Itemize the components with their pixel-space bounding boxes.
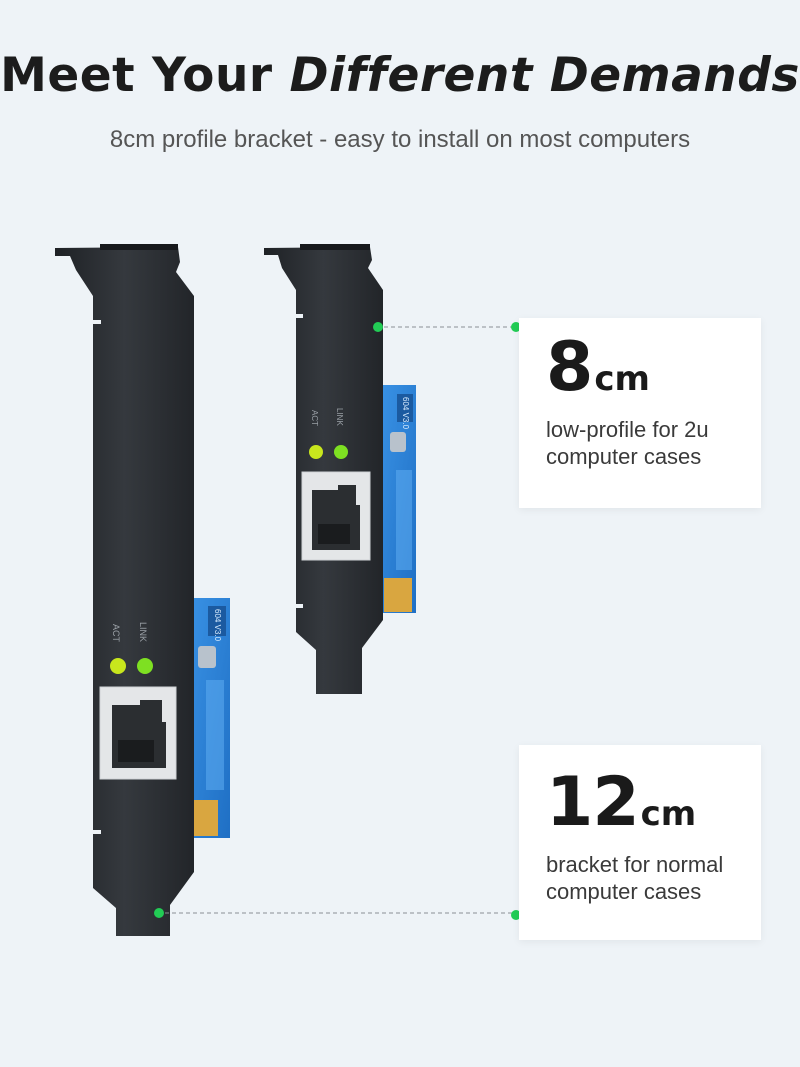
low-profile-card: 604 V3.0 ACT LINK: [264, 244, 416, 694]
bracket-tab-small: [300, 244, 370, 250]
act-label-small: ACT: [310, 410, 319, 426]
title-plain: Meet Your: [0, 48, 290, 103]
top-indicator-dot: [373, 322, 383, 332]
chip-text-small: 604 V3.0: [401, 397, 410, 430]
bracket-notch: [93, 320, 101, 324]
act-label: ACT: [111, 624, 121, 643]
spec-description: low-profile for 2u computer cases: [546, 417, 709, 469]
page-subtitle: 8cm profile bracket - easy to install on…: [109, 126, 691, 153]
measure-value: 12: [546, 763, 640, 842]
leader-end-12cm: [511, 910, 521, 920]
chip-label: [208, 606, 226, 636]
capacitor-small: [390, 432, 406, 452]
bracket-tab: [100, 244, 178, 250]
act-led-small: [309, 445, 323, 459]
measure-value: 8: [546, 328, 593, 407]
full-height-card: 604 V3.0 ACT LINK: [55, 244, 230, 936]
pcb-traces: [206, 680, 224, 790]
chip-label-small: [397, 394, 413, 422]
bracket-notch-small: [296, 314, 303, 318]
leader-end-8cm: [511, 322, 521, 332]
bottom-indicator-dot: [154, 908, 164, 918]
chip-text: 604 V3.0: [213, 609, 222, 642]
bracket-notch-lower: [93, 830, 101, 834]
spec-description: bracket for normal computer cases: [546, 852, 724, 904]
measure-12cm: 12cm: [546, 763, 696, 842]
tall-bracket: [55, 247, 194, 936]
title-emphasis: Different Demands: [289, 48, 800, 103]
rj45-inner: [118, 740, 154, 762]
spec-card-8cm: 8cm low-profile for 2u computer cases: [519, 318, 761, 508]
capacitor: [198, 646, 216, 668]
measure-unit: cm: [640, 794, 697, 834]
gold-fingers: [192, 800, 218, 836]
link-led-small: [334, 445, 348, 459]
act-led: [110, 658, 126, 674]
gold-fingers-small: [384, 578, 412, 612]
spec-card-12cm: 12cm bracket for normal computer cases: [519, 745, 761, 940]
link-led: [137, 658, 153, 674]
page-title: Meet Your Different Demands: [0, 48, 800, 103]
measure-8cm: 8cm: [546, 328, 650, 407]
low-profile-bracket: [264, 247, 383, 694]
bracket-notch-small-lower: [296, 604, 303, 608]
measure-unit: cm: [594, 359, 650, 399]
link-label: LINK: [138, 622, 148, 642]
pcb-traces-small: [396, 470, 412, 570]
rj45-inner-small: [318, 524, 350, 544]
link-label-small: LINK: [335, 408, 344, 426]
